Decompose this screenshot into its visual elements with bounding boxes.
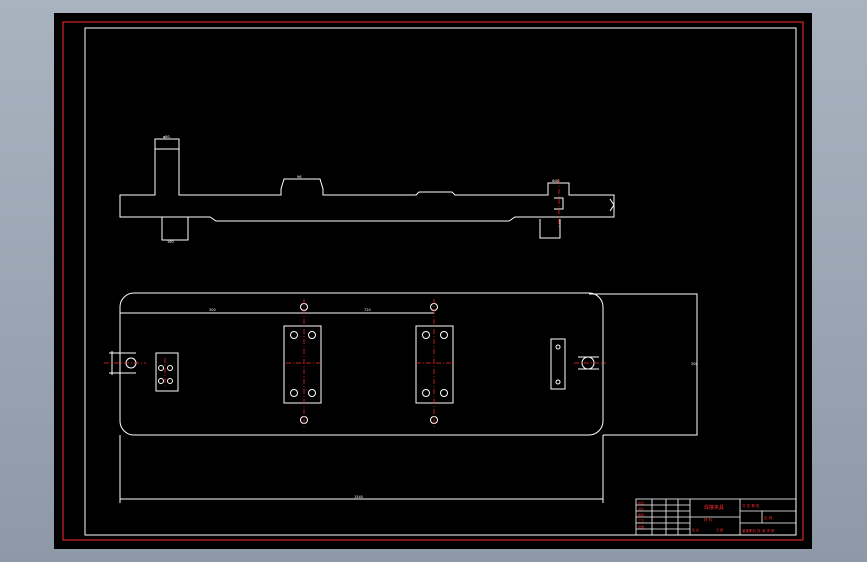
- title-block: [635, 498, 797, 536]
- title-left-label: 设计: [638, 506, 644, 511]
- cad-viewport[interactable]: φ80 96 Φ40 160: [54, 13, 812, 549]
- dim-plan-left: 300: [209, 308, 216, 312]
- title-scale-label: 比 例: [764, 515, 773, 520]
- dim-plan-length: 1540: [354, 495, 363, 499]
- plan-centerlines: [104, 299, 606, 427]
- title-material-label: 材 料: [704, 517, 713, 522]
- title-left-label: 审核: [638, 512, 644, 517]
- side-view: [119, 138, 615, 241]
- plan-view: [109, 292, 698, 503]
- title-mid-label: 签 名: [692, 527, 699, 532]
- dim-side-block: Φ40: [552, 179, 559, 183]
- title-left-label: 标记: [638, 500, 644, 505]
- title-drawing-name: 焊接夹具: [704, 504, 724, 511]
- title-company: 某某职业 技 术 学 院: [742, 528, 775, 533]
- title-left-label: 工艺: [638, 518, 644, 523]
- title-mid-label: 日 期: [716, 527, 723, 532]
- drawing-sheet: φ80 96 Φ40 160: [62, 21, 804, 541]
- dim-plan-height: 300: [691, 362, 698, 366]
- inner-frame: [84, 27, 797, 536]
- dim-side-foot: 160: [167, 240, 174, 244]
- title-left-label: 批准: [638, 524, 644, 529]
- outer-frame: [62, 21, 804, 541]
- dim-side-slot: 96: [297, 175, 301, 179]
- dim-side-post: φ80: [163, 135, 170, 139]
- title-sheet-label: 共 张 第 张: [742, 503, 760, 508]
- dim-plan-top: 720: [364, 308, 371, 312]
- title-block-text: 焊接夹具 材 料 某某职业 技 术 学 院 比 例 共 张 第 张 标记 设计 …: [638, 500, 775, 533]
